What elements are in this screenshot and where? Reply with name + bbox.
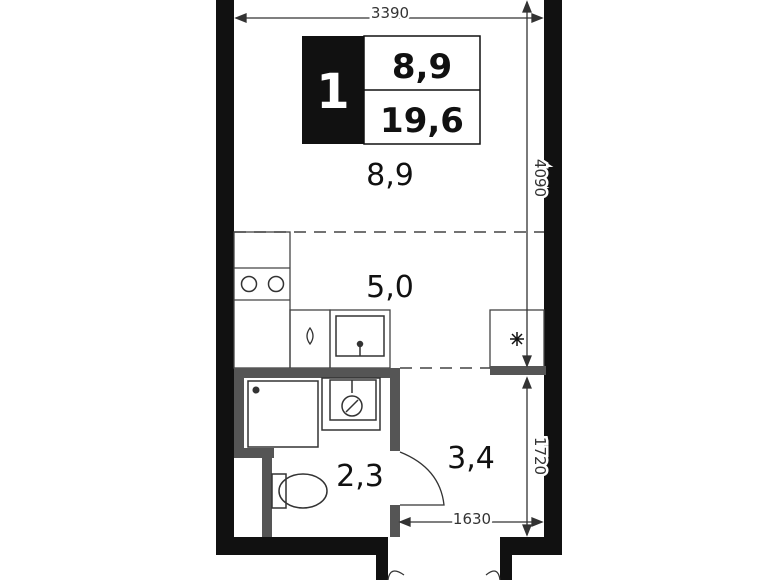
- bathroom-walls: [234, 368, 400, 537]
- entrance-door: [387, 570, 501, 580]
- room-area-hallway: 3,4: [447, 441, 495, 476]
- dimension-top-width: 3390: [371, 4, 409, 22]
- dimension-bottom-width: 1630: [453, 510, 491, 528]
- kitchen-sink-icon: [335, 315, 385, 357]
- shower-tray-icon: [247, 380, 319, 448]
- dimension-lines: [234, 0, 544, 537]
- room-count: 1: [316, 64, 349, 120]
- room-area-bathroom: 2,3: [336, 459, 384, 494]
- washbasin-icon: [321, 377, 381, 431]
- dimension-right-main: 4090: [531, 159, 549, 197]
- bathroom-door-swing: [399, 451, 445, 506]
- room-area-kitchen: 5,0: [366, 270, 414, 305]
- toilet-icon: [271, 473, 328, 509]
- vent-shaft: [489, 309, 546, 375]
- stove-burner-icon: [240, 275, 285, 293]
- living-area-value: 8,9: [392, 47, 452, 87]
- room-area-living: 8,9: [366, 158, 414, 193]
- area-badge: 1 8,9 19,6: [302, 35, 481, 145]
- total-area-value: 19,6: [380, 101, 464, 141]
- dimension-right-lower: 1720: [531, 437, 549, 475]
- boiler-icon: [306, 326, 314, 346]
- outer-walls: [216, 0, 562, 580]
